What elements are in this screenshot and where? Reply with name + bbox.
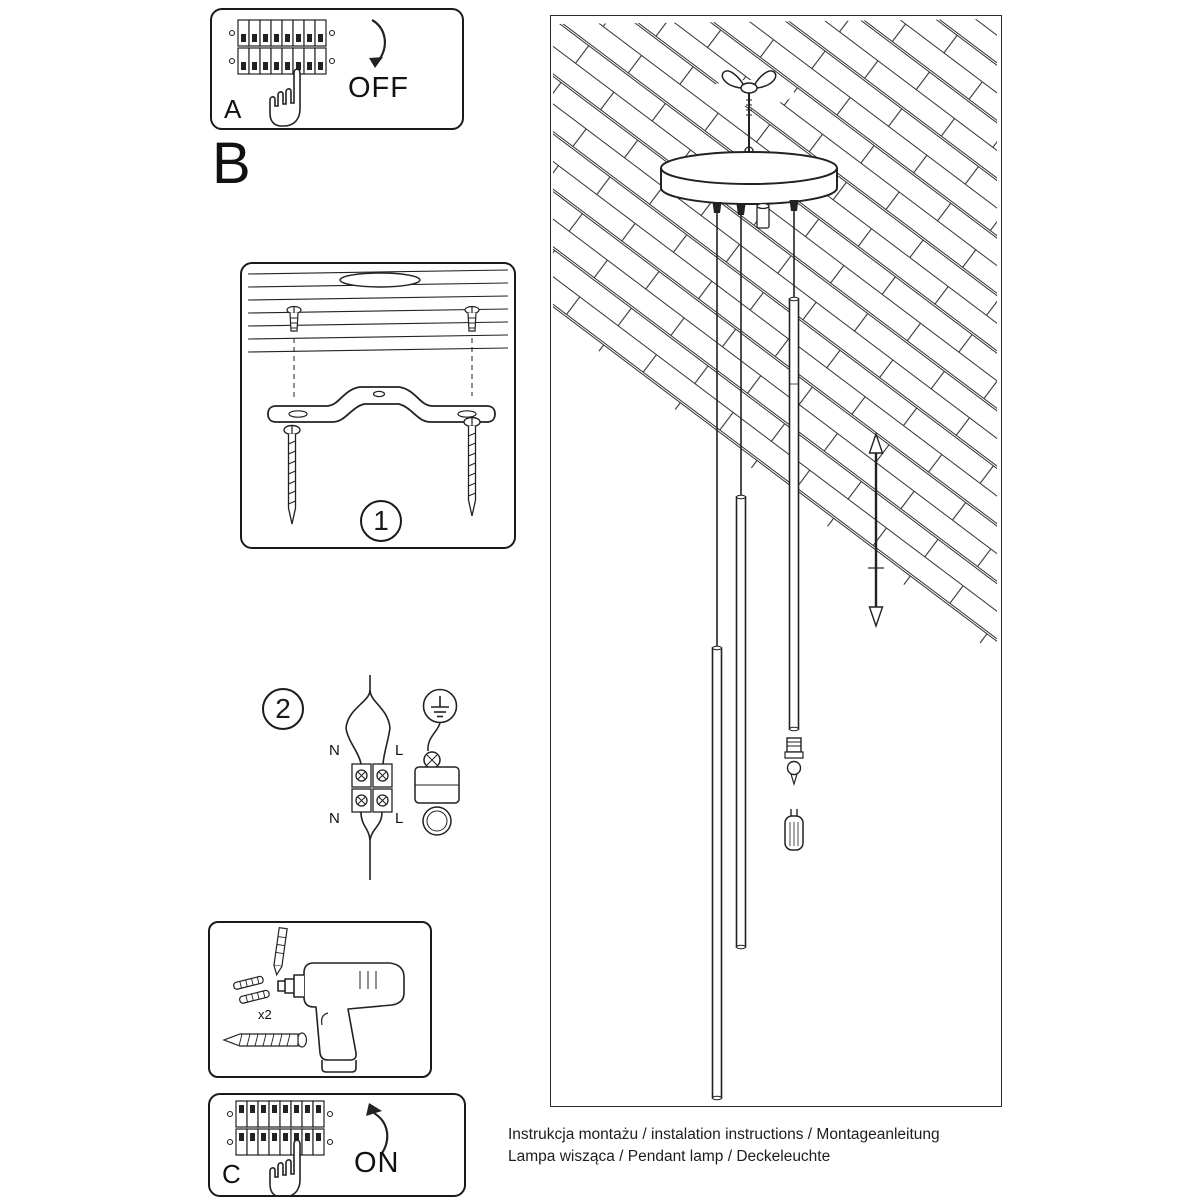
height-adjust-arrow: [868, 431, 884, 629]
mounting-bracket-icon: [267, 386, 496, 423]
drill-bit-icon: [273, 926, 288, 977]
ceiling-hatching: [553, 19, 997, 656]
suspension-cables: [716, 211, 795, 648]
ceiling-hole: [339, 272, 421, 288]
g9-bulb-icon: [784, 809, 804, 851]
step1-box: 1: [240, 262, 516, 549]
terminal-block-icon: [351, 763, 393, 813]
wire-label-l-bottom: L: [395, 810, 404, 827]
panel-a-label: A: [224, 94, 242, 124]
supply-wires: [345, 675, 391, 765]
hand-icon: [269, 68, 301, 127]
drill-box: x2: [208, 921, 432, 1078]
screw-icon: [222, 1032, 308, 1048]
lamp-holder-parts: [784, 737, 804, 787]
step-1-badge: 1: [360, 500, 402, 542]
section-b-label: B: [212, 131, 251, 196]
step2-area: 2 N L N L: [255, 672, 470, 884]
breaker-panel-icon: [226, 1100, 334, 1156]
wire-label-n-bottom: N: [329, 810, 340, 827]
footer-captions: Instrukcja montażu / instalation instruc…: [508, 1124, 948, 1168]
wire-label-l-top: L: [395, 742, 404, 759]
drill-drawing: [222, 926, 405, 1073]
projection-lines: [293, 338, 473, 400]
switch-state-off: OFF: [348, 72, 409, 104]
switch-state-on: ON: [354, 1147, 400, 1179]
power-drill-icon: [277, 962, 405, 1073]
short-screw-left: [286, 305, 302, 332]
wiring-diagram-drawing: [345, 675, 460, 880]
main-illustration-box: [550, 15, 1002, 1107]
tube-right: [788, 296, 800, 732]
cable-glands: [712, 200, 799, 215]
breaker-panel-icon: [228, 19, 336, 75]
panel-a-box: OFF A: [210, 8, 464, 130]
strain-relief-icon: [414, 722, 460, 836]
wing-nut-icon: [721, 70, 777, 94]
short-screw-right: [464, 305, 480, 332]
step-2-number: 2: [275, 693, 291, 724]
step-2-badge: 2: [262, 688, 304, 730]
arrow-up-icon: [366, 1103, 389, 1154]
wire-label-n-top: N: [329, 742, 340, 759]
tube-left: [711, 645, 723, 1101]
wall-anchor-icon: [233, 975, 270, 1004]
arrow-down-icon: [369, 19, 386, 68]
ceiling-mount-drawing: [247, 269, 509, 525]
anchor-count-label: x2: [258, 1007, 272, 1022]
footer-line-2: Lampa wisząca / Pendant lamp / Deckeleuc…: [508, 1148, 831, 1165]
ground-symbol-icon: [422, 688, 458, 724]
canopy: [660, 151, 838, 205]
breaker-off-drawing: [228, 19, 386, 127]
footer-line-1: Instrukcja montażu / instalation instruc…: [508, 1126, 940, 1143]
hand-icon: [269, 1139, 301, 1195]
long-screw-left: [283, 424, 301, 525]
pendant-lamp-drawing: [553, 19, 997, 1101]
output-wires: [360, 811, 383, 880]
tube-middle: [735, 494, 747, 950]
panel-c-label: C: [222, 1159, 241, 1189]
step-1-number: 1: [373, 505, 389, 536]
center-socket: [756, 202, 770, 229]
panel-c-box: ON C: [208, 1093, 466, 1197]
long-screw-right: [463, 416, 481, 517]
breaker-on-drawing: [226, 1100, 389, 1195]
